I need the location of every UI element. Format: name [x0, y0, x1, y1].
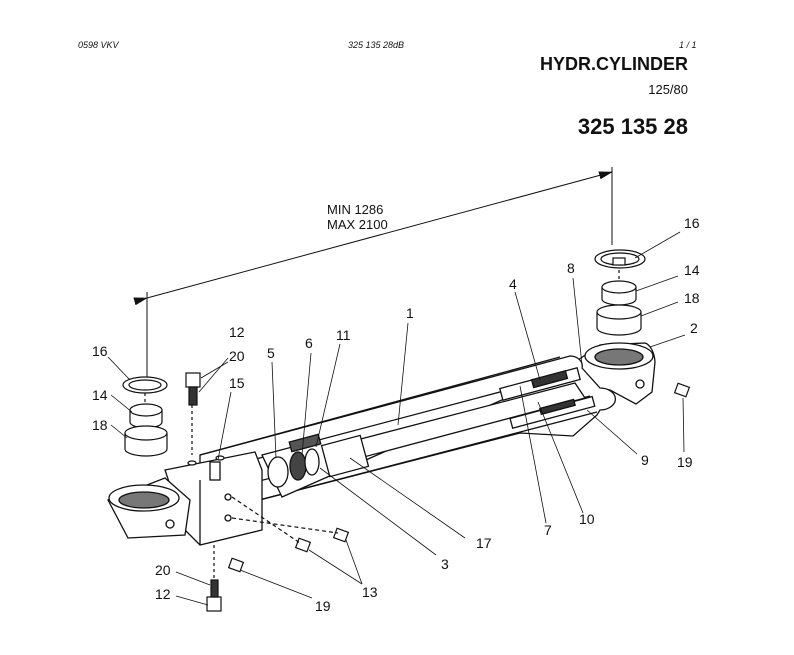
callout-10: 10: [579, 511, 595, 527]
bushing-18-left: [124, 425, 168, 457]
leader-lines: [107, 231, 686, 606]
callout-20-top: 20: [229, 348, 245, 364]
callout-12-top: 12: [229, 324, 245, 340]
callout-5: 5: [267, 345, 275, 361]
callout-14-top: 14: [684, 262, 700, 278]
circlip-16-right: [594, 249, 646, 269]
left-end-parts: [122, 372, 691, 612]
callout-17: 17: [476, 535, 492, 551]
callout-19-right: 19: [677, 454, 693, 470]
callout-3: 3: [441, 556, 449, 572]
piston-seals: [267, 433, 322, 488]
callout-7: 7: [544, 522, 552, 538]
header-page-number: 1 / 1: [679, 40, 697, 50]
callout-6: 6: [305, 335, 313, 351]
callout-12-bottom: 12: [155, 586, 171, 602]
callout-18-top: 18: [684, 290, 700, 306]
bushing-14-left: [129, 403, 163, 429]
grease-nipple-12-bottom: [206, 579, 222, 612]
bushing-18-right: [596, 304, 642, 336]
callout-15: 15: [229, 375, 245, 391]
header-file-id: 325 135 28dB: [348, 40, 405, 50]
part-number: 325 135 28: [577, 114, 688, 139]
callout-2: 2: [690, 320, 698, 336]
callout-1: 1: [406, 305, 414, 321]
length-dimension: MIN 1286 MAX 2100: [133, 167, 613, 380]
callout-4: 4: [509, 276, 517, 292]
callout-8: 8: [567, 260, 575, 276]
callout-11: 11: [336, 327, 351, 343]
callout-13: 13: [362, 584, 378, 600]
callout-20-bottom: 20: [155, 562, 171, 578]
cylinder-tube-1: [199, 355, 616, 516]
callout-14-left: 14: [92, 387, 108, 403]
callout-19-bottom: 19: [315, 598, 331, 614]
callout-16-left: 16: [92, 343, 108, 359]
min-length-label: MIN 1286: [327, 202, 383, 217]
header-doc-code: 0598 VKV: [78, 40, 119, 50]
cylinder-size: 125/80: [648, 82, 688, 97]
grease-nipple-12-top: [185, 372, 201, 406]
right-end-parts: [594, 249, 646, 336]
callout-16-top: 16: [684, 215, 700, 231]
cylinder-base-15: [107, 451, 263, 546]
bushing-14-right: [601, 280, 637, 306]
plugs-13-19: [227, 382, 691, 573]
callout-9: 9: [641, 452, 649, 468]
diagram-title: HYDR.CYLINDER: [539, 54, 688, 74]
callout-18-left: 18: [92, 417, 108, 433]
callout-labels: 16 14 18 2 8 4 1 11 6 5 12 20 15 16 14 1…: [92, 215, 700, 614]
rod-eye-2: [577, 342, 656, 405]
max-length-label: MAX 2100: [327, 217, 388, 232]
